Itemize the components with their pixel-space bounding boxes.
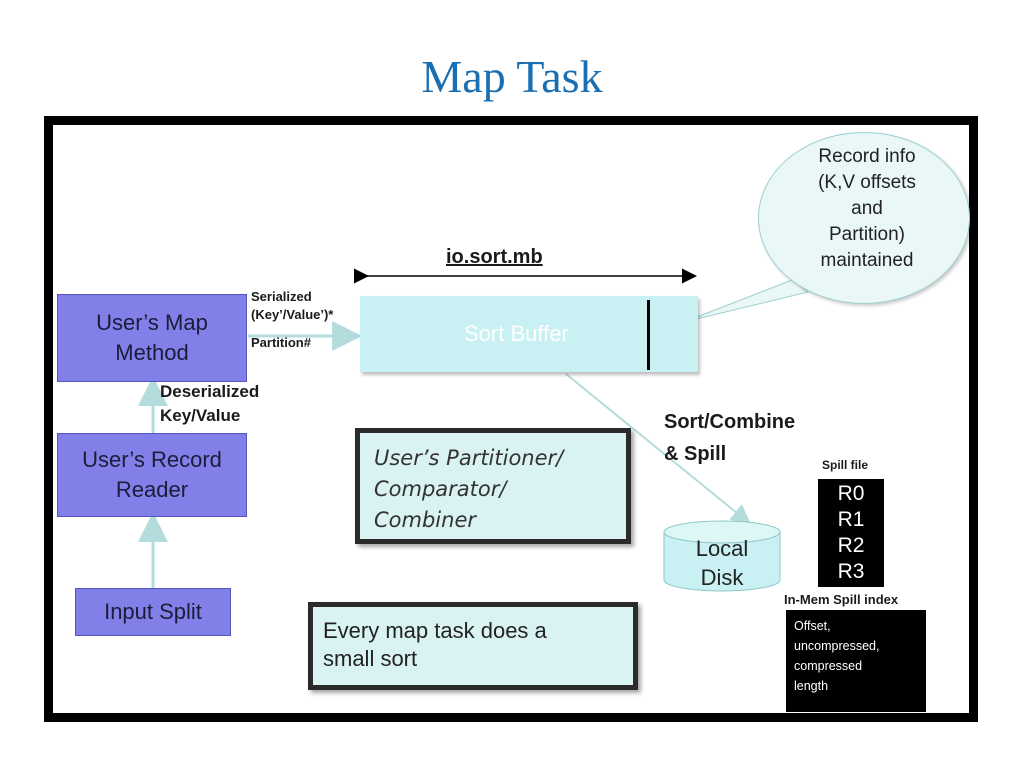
every-map-text: Every map task does a small sort xyxy=(323,618,547,671)
partitioner-box: User’s Partitioner/ Comparator/ Combiner xyxy=(355,428,631,544)
local-disk-label: Local Disk xyxy=(695,536,749,590)
map-method-box: User’s Map Method xyxy=(57,294,247,382)
every-map-box: Every map task does a small sort xyxy=(308,602,638,690)
serialized-label: Serialized (Key’/Value’)* xyxy=(251,289,334,322)
in-mem-text: Offset, uncompressed, compressed length xyxy=(794,619,880,693)
buffer-to-disk-arrow xyxy=(565,373,752,525)
partitioner-text: User’s Partitioner/ Comparator/ Combiner xyxy=(374,446,564,532)
record-reader-label: User’s Record Reader xyxy=(82,447,222,502)
bubble-pointer xyxy=(683,279,810,323)
sort-buffer-label: Sort Buffer xyxy=(464,321,569,346)
spill-item: R2 xyxy=(837,534,865,557)
input-split-box: Input Split xyxy=(75,588,231,636)
partition-label: Partition# xyxy=(251,335,311,350)
sort-buffer: Sort Buffer xyxy=(360,296,698,372)
sort-combine-label: Sort/Combine & Spill xyxy=(664,411,796,465)
spill-item: R1 xyxy=(837,508,865,531)
spill-item: R0 xyxy=(837,482,865,505)
io-sort-label: io.sort.mb xyxy=(446,246,543,268)
page-title: Map Task xyxy=(421,51,603,102)
record-info-bubble xyxy=(758,132,970,304)
input-split-label: Input Split xyxy=(104,599,202,624)
spill-file-label: Spill file xyxy=(822,458,869,472)
buffer-marker xyxy=(647,300,650,370)
record-reader-box: User’s Record Reader xyxy=(57,433,247,517)
record-info-text: Record info (K,V offsets and Partition) … xyxy=(818,146,916,271)
map-method-label: User’s Map Method xyxy=(96,310,208,365)
local-disk-cylinder xyxy=(663,520,781,592)
spill-file-list: R0 R1 R2 R3 xyxy=(818,479,884,587)
spill-item: R3 xyxy=(837,560,865,583)
in-mem-spill-index: Offset, uncompressed, compressed length xyxy=(786,610,926,712)
in-mem-label: In-Mem Spill index xyxy=(784,592,899,607)
deserialized-label: Deserialized Key/Value xyxy=(160,382,260,425)
